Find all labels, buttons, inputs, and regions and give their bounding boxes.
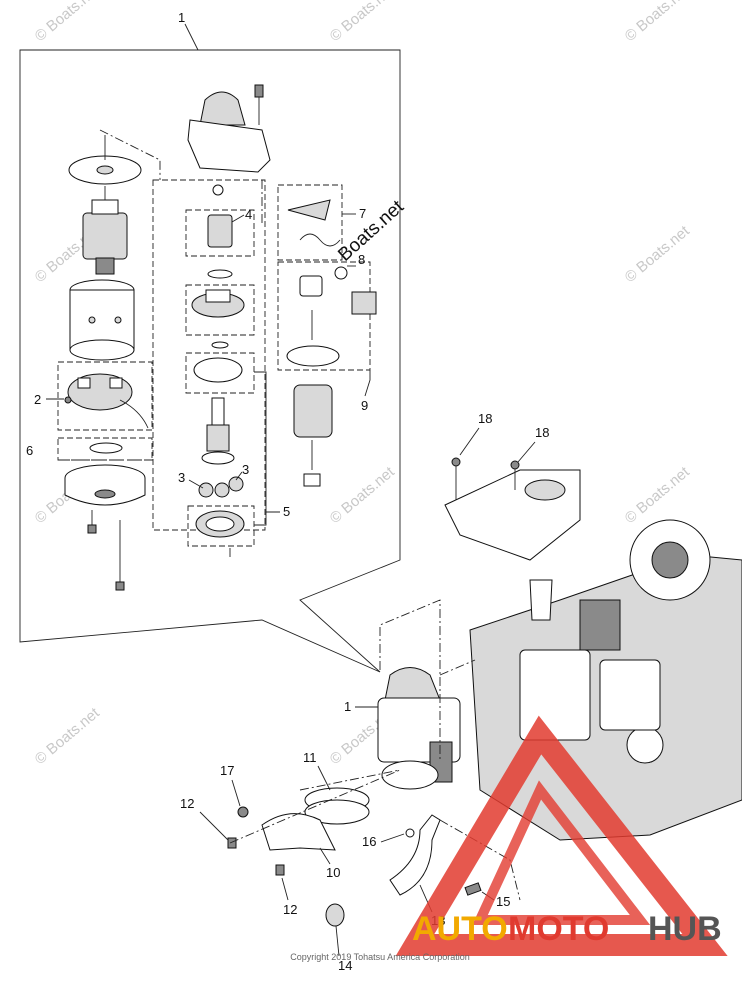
watermark: © Boats.net (32, 0, 104, 45)
callout-5: 5 (254, 371, 290, 526)
callout-11: 11 (303, 750, 331, 791)
solenoid-body (293, 384, 333, 487)
automotohub-logo: AUTO MOTO HUB (395, 715, 728, 956)
starter-band (304, 787, 370, 825)
brush-holder (57, 361, 153, 431)
watermark: © Boats.net (327, 463, 399, 527)
engine-block (469, 519, 742, 841)
svg-text:1: 1 (344, 699, 351, 714)
svg-text:1: 1 (178, 10, 185, 25)
lever-spring-group (277, 184, 343, 261)
battery-cable (389, 814, 441, 896)
planet-carrier (185, 284, 255, 349)
exploded-view-frame (19, 23, 401, 673)
svg-text:3: 3 (178, 470, 185, 485)
svg-text:15: 15 (496, 894, 510, 909)
svg-text:14: 14 (338, 958, 352, 973)
yoke-housing (69, 279, 135, 361)
logo-moto: MOTO (508, 910, 609, 948)
watermark: © Boats.net (32, 704, 104, 768)
pinion-shaft (201, 397, 235, 465)
callout-7: 7 (342, 206, 366, 221)
callout-6: 6 (26, 443, 33, 458)
callout-12-lower: 12 (281, 877, 297, 917)
pinion-gear (152, 179, 266, 531)
svg-text:4: 4 (245, 207, 252, 222)
copyright-notice: Copyright 2019 Tohatsu America Corporati… (290, 952, 470, 962)
solenoid-kit (277, 261, 377, 371)
svg-text:6: 6 (26, 443, 33, 458)
svg-text:12: 12 (283, 902, 297, 917)
svg-text:3: 3 (242, 462, 249, 477)
svg-text:11: 11 (303, 750, 317, 765)
callout-10: 10 (319, 847, 340, 880)
callout-3-left: 3 (178, 470, 204, 489)
cable-cap (325, 903, 345, 927)
drive-housing (187, 84, 271, 173)
mounting-bracket (444, 457, 581, 561)
callout-18-left: 18 (459, 411, 492, 456)
planetary-gears (198, 476, 244, 498)
callout-18-right: 18 (517, 425, 549, 463)
svg-text:10: 10 (326, 865, 340, 880)
logo-triangle (395, 715, 728, 956)
svg-text:8: 8 (358, 252, 365, 267)
callout-8: 8 (347, 252, 365, 267)
callout-1-lower: 1 (344, 699, 378, 714)
callout-12-upper: 12 (180, 796, 229, 841)
callout-2: 2 (34, 392, 64, 407)
ring-gear (187, 505, 255, 547)
svg-text:16: 16 (362, 834, 376, 849)
boats-net-overlay: Boats.net (334, 196, 408, 266)
svg-text:7: 7 (359, 206, 366, 221)
svg-text:18: 18 (478, 411, 492, 426)
logo-hub: HUB (648, 910, 722, 948)
rear-cover (64, 464, 146, 534)
svg-text:9: 9 (361, 398, 368, 413)
watermark: © Boats.net (622, 222, 694, 286)
callout-4: 4 (231, 207, 252, 223)
armature (82, 186, 128, 275)
internal-gear-ring (185, 352, 255, 394)
starter-motor-assembled (377, 659, 476, 790)
starter-bracket (227, 806, 336, 876)
svg-text:5: 5 (283, 504, 290, 519)
watermark: © Boats.net (327, 0, 399, 45)
callout-1-top: 1 (178, 10, 185, 25)
callout-17: 17 (220, 763, 241, 807)
logo-auto: AUTO (412, 910, 508, 948)
callout-9: 9 (361, 370, 371, 413)
end-frame-plate (68, 135, 142, 185)
svg-text:2: 2 (34, 392, 41, 407)
through-bolt (115, 520, 125, 591)
snap-ring (57, 437, 153, 461)
svg-text:12: 12 (180, 796, 194, 811)
watermark: © Boats.net (622, 0, 694, 45)
watermark: © Boats.net (622, 463, 694, 527)
callout-3-right: 3 (235, 462, 249, 481)
svg-text:18: 18 (535, 425, 549, 440)
svg-text:17: 17 (220, 763, 234, 778)
bolt-15 (464, 882, 482, 896)
callout-16: 16 (362, 833, 405, 849)
callout-14: 14 (335, 925, 352, 973)
